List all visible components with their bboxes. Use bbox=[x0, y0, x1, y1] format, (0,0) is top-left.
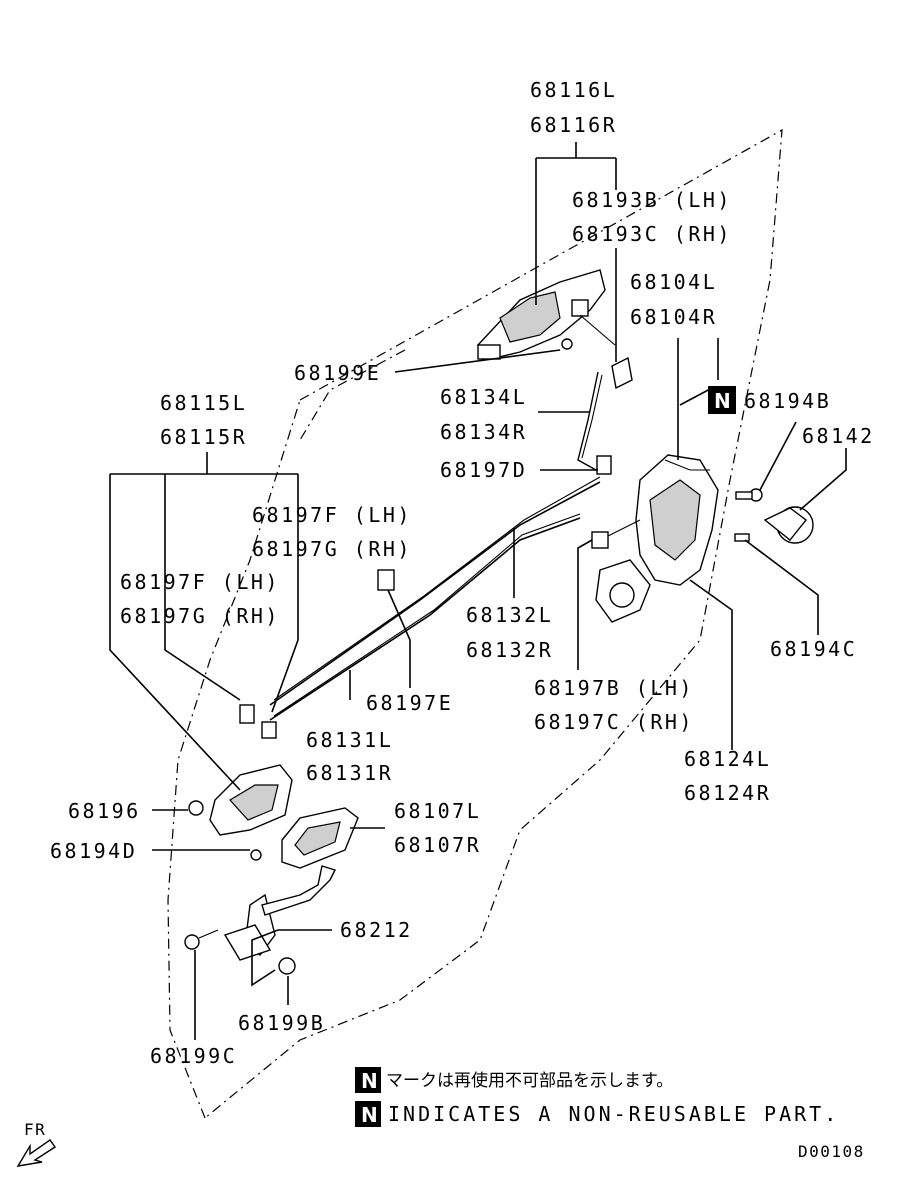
front-direction-indicator: FR bbox=[16, 1120, 56, 1167]
label-68104L: 68104L bbox=[630, 270, 717, 294]
label-68197D: 68197D bbox=[440, 458, 527, 482]
label-68115R: 68115R bbox=[160, 425, 247, 449]
label-68193B: 68193B (LH) bbox=[572, 188, 732, 212]
fr-label: FR bbox=[24, 1120, 46, 1139]
rod-68134 bbox=[577, 371, 612, 475]
label-68134L: 68134L bbox=[440, 385, 527, 409]
legend-badge-jp-letter: N bbox=[361, 1069, 378, 1093]
label-68197F-upper: 68197F (LH) bbox=[252, 503, 412, 527]
note-english: INDICATES A NON-REUSABLE PART. bbox=[388, 1102, 839, 1126]
label-68115L: 68115L bbox=[160, 391, 247, 415]
part-labels: 68116L 68116R 68193B (LH) 68193C (RH) 68… bbox=[50, 78, 875, 1068]
label-68197E: 68197E bbox=[366, 691, 453, 715]
label-68132L: 68132L bbox=[466, 603, 553, 627]
label-68197B: 68197B (LH) bbox=[534, 676, 694, 700]
label-68196: 68196 bbox=[68, 799, 141, 823]
label-68107L: 68107L bbox=[394, 799, 481, 823]
label-68197C: 68197C (RH) bbox=[534, 710, 694, 734]
badge-letter: N bbox=[714, 389, 731, 413]
label-68116R: 68116R bbox=[530, 113, 617, 137]
non-reusable-badge: N bbox=[708, 386, 736, 414]
leader-lines bbox=[109, 142, 847, 1040]
label-68199E: 68199E bbox=[294, 361, 381, 385]
label-68197F-lower: 68197F (LH) bbox=[120, 570, 280, 594]
label-68194C: 68194C bbox=[770, 637, 857, 661]
label-68116L: 68116L bbox=[530, 78, 617, 102]
label-68131L: 68131L bbox=[306, 728, 393, 752]
label-68124R: 68124R bbox=[684, 781, 771, 805]
latch-assembly bbox=[595, 454, 719, 623]
inside-handle bbox=[188, 764, 293, 836]
label-68104R: 68104R bbox=[630, 305, 717, 329]
note-japanese: マークは再使用不可部品を示します。 bbox=[386, 1070, 673, 1091]
label-68199B: 68199B bbox=[238, 1011, 325, 1035]
label-68197G-upper: 68197G (RH) bbox=[252, 537, 412, 561]
legend-badge-en-letter: N bbox=[361, 1103, 378, 1127]
rods bbox=[239, 476, 609, 739]
label-68107R: 68107R bbox=[394, 833, 481, 857]
label-68194D: 68194D bbox=[50, 839, 137, 863]
label-68124L: 68124L bbox=[684, 747, 771, 771]
figure-code: D00108 bbox=[798, 1142, 865, 1161]
fr-arrow-icon bbox=[16, 1139, 56, 1167]
label-68199C: 68199C bbox=[150, 1044, 237, 1068]
label-68197G-lower: 68197G (RH) bbox=[120, 604, 280, 628]
label-68132R: 68132R bbox=[466, 638, 553, 662]
legend: N マークは再使用不可部品を示します。 N INDICATES A NON-RE… bbox=[355, 1067, 839, 1127]
escutcheon bbox=[250, 807, 359, 869]
label-68134R: 68134R bbox=[440, 420, 527, 444]
label-68131R: 68131R bbox=[306, 761, 393, 785]
outside-handle bbox=[476, 269, 633, 390]
striker bbox=[734, 488, 814, 544]
label-68142: 68142 bbox=[802, 424, 875, 448]
label-68212: 68212 bbox=[340, 918, 413, 942]
door-outline bbox=[167, 128, 783, 1119]
label-68194B: 68194B bbox=[744, 389, 831, 413]
label-68193C: 68193C (RH) bbox=[572, 222, 732, 246]
door-check bbox=[184, 865, 336, 975]
